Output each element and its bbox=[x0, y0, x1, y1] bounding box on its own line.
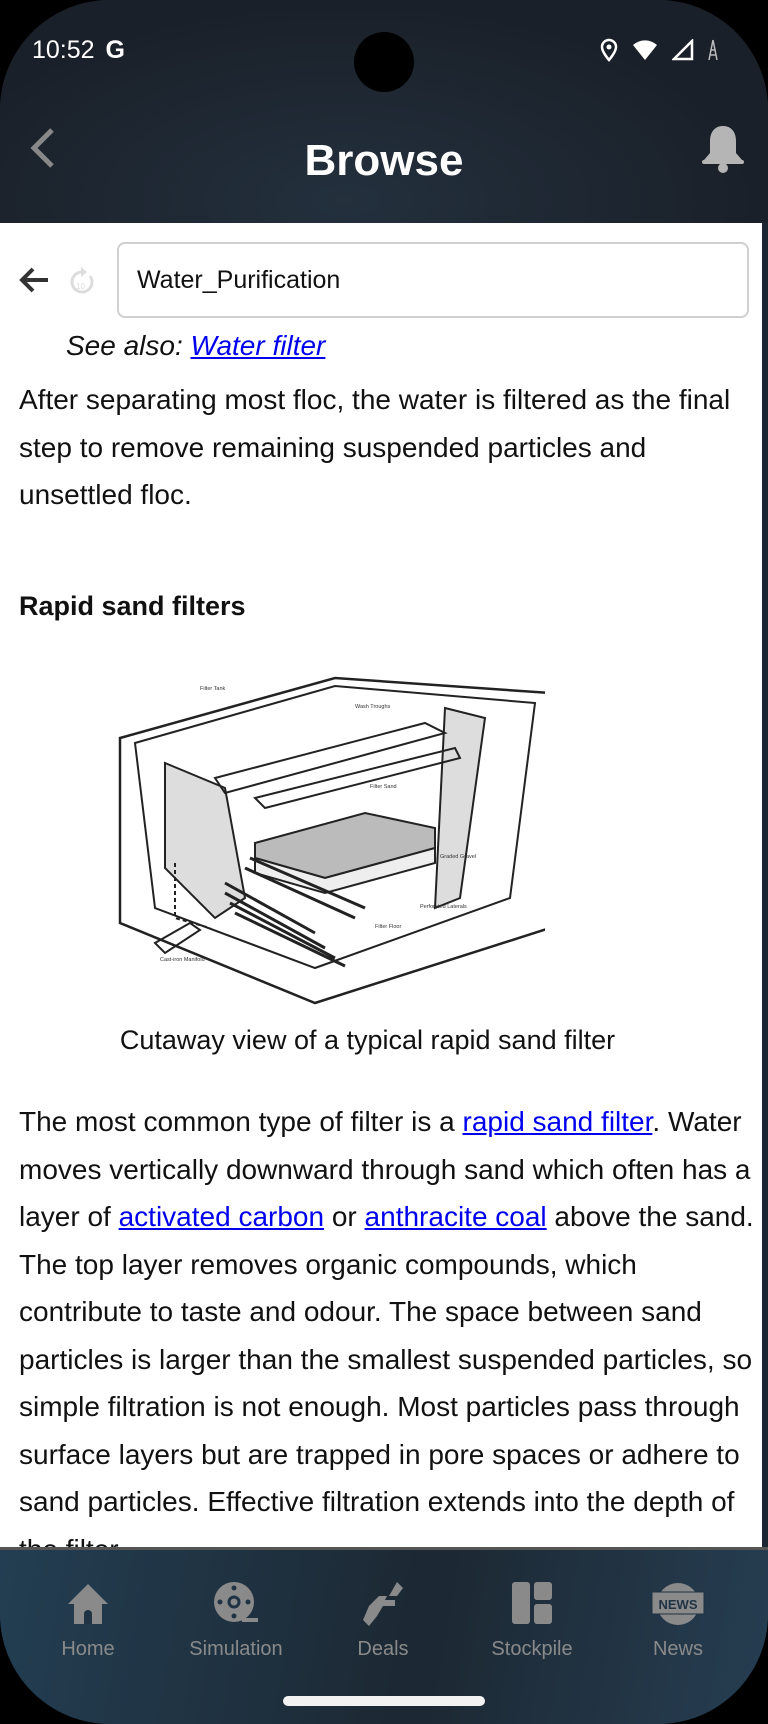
nav-stockpile[interactable]: Stockpile bbox=[462, 1580, 602, 1661]
nav-news[interactable]: NEWS News bbox=[608, 1580, 748, 1661]
anthracite-coal-link[interactable]: anthracite coal bbox=[364, 1201, 547, 1232]
browser-content: 10 See also: Water filter After separati… bbox=[0, 223, 762, 1547]
rapid-sand-filter-link[interactable]: rapid sand filter bbox=[462, 1106, 653, 1137]
figure-caption: Cutaway view of a typical rapid sand fil… bbox=[119, 1025, 616, 1055]
svg-text:10: 10 bbox=[76, 282, 85, 291]
label-manifold: Cast-iron Manifold bbox=[160, 957, 205, 963]
status-time: 10:52 G bbox=[32, 36, 125, 65]
bell-icon[interactable] bbox=[700, 122, 746, 174]
text: . Water moves vertically downward throug… bbox=[19, 1106, 751, 1232]
nav-label: News bbox=[652, 1638, 703, 1660]
film-reel-icon bbox=[214, 1582, 258, 1622]
handshake-icon bbox=[363, 1582, 403, 1626]
location-icon bbox=[600, 38, 618, 62]
paragraph-filters: The most common type of filter is a rapi… bbox=[19, 1098, 754, 1547]
activated-carbon-link[interactable]: activated carbon bbox=[118, 1201, 325, 1232]
nav-label: Deals bbox=[357, 1638, 409, 1660]
signal-icon bbox=[672, 39, 694, 61]
label-filter-tank: Filter Tank bbox=[200, 686, 226, 692]
url-input[interactable] bbox=[117, 242, 749, 318]
svg-text:NEWS: NEWS bbox=[659, 1597, 698, 1612]
back-chevron-icon[interactable] bbox=[28, 126, 58, 170]
page-title: Browse bbox=[304, 136, 464, 185]
forward-10-icon[interactable]: 10 bbox=[68, 266, 96, 296]
google-icon: G bbox=[105, 36, 125, 64]
label-filter-floor: Filter Floor bbox=[375, 924, 401, 930]
rapid-sand-filter-diagram: Filter Tank Wash Troughs Filter Sand Gra… bbox=[118, 676, 545, 1005]
news-globe-icon: NEWS bbox=[651, 1583, 705, 1625]
label-filter-sand: Filter Sand bbox=[370, 784, 397, 790]
dashboard-icon bbox=[512, 1582, 552, 1624]
nav-label: Home bbox=[61, 1638, 115, 1660]
status-icons bbox=[600, 38, 718, 62]
text: The most common type of filter is a bbox=[19, 1106, 463, 1137]
text: above the sand. The top layer removes or… bbox=[19, 1201, 754, 1547]
bottom-nav: Home Simulation Deals Stockpile NEWS New… bbox=[0, 1547, 768, 1724]
label-perforated-laterals: Perforated Laterals bbox=[420, 904, 467, 910]
home-icon bbox=[68, 1584, 108, 1624]
text: or bbox=[324, 1201, 365, 1232]
camera-cutout bbox=[354, 32, 414, 92]
nav-simulation[interactable]: Simulation bbox=[166, 1580, 306, 1661]
see-also-label: See also: bbox=[66, 330, 191, 361]
home-indicator[interactable] bbox=[283, 1696, 485, 1706]
nav-label: Stockpile bbox=[491, 1638, 573, 1660]
label-graded-gravel: Graded Gravel bbox=[440, 854, 476, 860]
water-filter-link[interactable]: Water filter bbox=[190, 330, 326, 361]
wifi-icon bbox=[633, 40, 657, 60]
nav-home[interactable]: Home bbox=[18, 1580, 158, 1661]
section-heading: Rapid sand filters bbox=[19, 591, 246, 621]
paragraph-intro: After separating most floc, the water is… bbox=[19, 384, 731, 510]
see-also: See also: Water filter bbox=[66, 330, 325, 362]
nav-label: Simulation bbox=[189, 1638, 283, 1660]
address-bar: 10 bbox=[0, 242, 762, 318]
nav-deals[interactable]: Deals bbox=[313, 1580, 453, 1661]
arrow-left-icon[interactable] bbox=[18, 266, 50, 294]
app-header: 10:52 G Browse bbox=[0, 0, 768, 223]
battery-icon bbox=[708, 39, 718, 61]
label-wash-troughs: Wash Troughs bbox=[355, 704, 391, 710]
clock: 10:52 bbox=[32, 36, 95, 64]
